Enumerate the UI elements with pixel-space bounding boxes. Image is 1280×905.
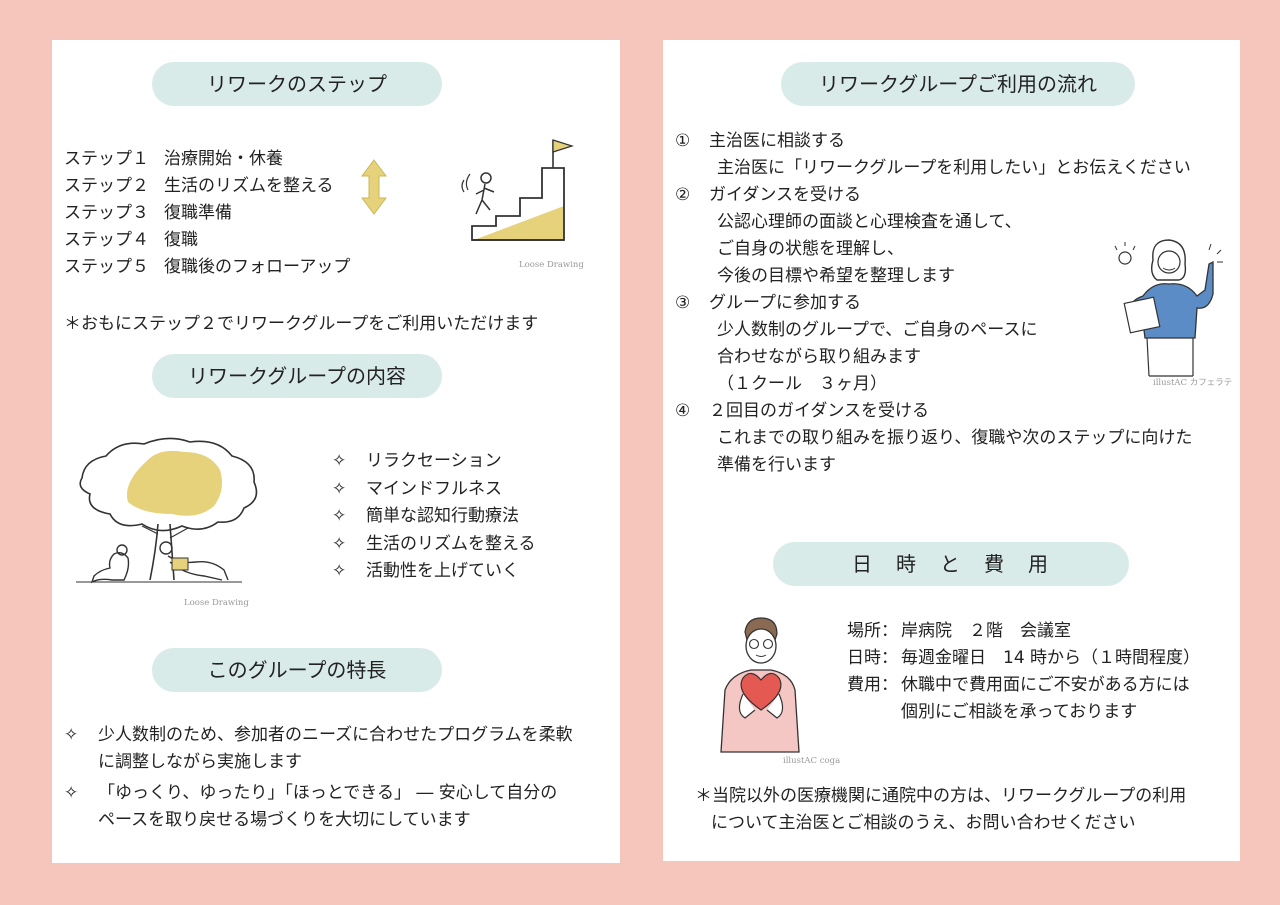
list-item: ✧ マインドフルネス xyxy=(332,476,536,504)
list-item: ✧ 少人数制のため、参加者のニーズに合わせたプログラムを柔軟 に調整しながら実施… xyxy=(64,722,573,776)
flow-step-body: ご自身の状態を理解し、 xyxy=(717,239,904,259)
woman-credit: illustAC カフェラテ xyxy=(1153,378,1233,388)
features-heading: このグループの特長 xyxy=(152,648,442,692)
right-panel: リワークグループご利用の流れ ① 主治医に相談する 主治医に「リワークグループを利… xyxy=(663,40,1240,861)
schedule-value: 休職中で費用面にご不安がある方には xyxy=(901,675,1190,695)
double-arrow-icon xyxy=(361,159,387,215)
content-heading: リワークグループの内容 xyxy=(152,354,442,398)
schedule-key: 場所： xyxy=(847,621,898,641)
flow-step: ① 主治医に相談する 主治医に「リワークグループを利用したい」とお伝えください xyxy=(675,128,1192,182)
left-panel: リワークのステップ ステップ１ 治療開始・休養 ステップ２ 生活のリズムを整える ス… xyxy=(52,40,620,863)
referral-note: ＊当院以外の医療機関に通院中の方は、リワークグループの利用 について主治医とご相… xyxy=(695,783,1186,837)
step-text: 復職 xyxy=(164,230,198,250)
step-text: 復職後のフォローアップ xyxy=(164,257,351,277)
schedule-row: 費用：休職中で費用面にご不安がある方には xyxy=(847,672,1200,699)
steps-note: ＊おもにステップ２でリワークグループをご利用いただけます xyxy=(64,314,539,334)
flow-step: ② ガイダンスを受ける 公認心理師の面談と心理検査を通して、 ご自身の状態を理解し… xyxy=(675,182,1192,290)
flow-step: ④ ２回目のガイダンスを受ける これまでの取り組みを振り返り、復職や次のステップに… xyxy=(675,398,1192,479)
feature-text: 少人数制のため、参加者のニーズに合わせたプログラムを柔軟 に調整しながら実施しま… xyxy=(98,722,573,776)
flow-heading: リワークグループご利用の流れ xyxy=(781,62,1135,106)
flow-step-head: ２回目のガイダンスを受ける xyxy=(709,401,929,421)
list-item: ✧ 簡単な認知行動療法 xyxy=(332,503,536,531)
feature-line: に調整しながら実施します xyxy=(98,752,302,772)
step-number: ④ xyxy=(675,401,691,421)
note-line: ＊当院以外の医療機関に通院中の方は、リワークグループの利用 xyxy=(695,786,1187,806)
step-number: ① xyxy=(675,131,691,151)
feature-text: 「ゆっくり、ゆったり」「ほっとできる」 ― 安心して自分の ペースを取り戻せる場… xyxy=(98,780,557,834)
content-item-text: リラクセーション xyxy=(366,451,502,471)
sparkle-icon: ✧ xyxy=(332,533,347,554)
schedule-value: 毎週金曜日 14 時から（１時間程度） xyxy=(901,648,1201,668)
step-label: ステップ４ xyxy=(64,230,149,250)
flow-step-head: ガイダンスを受ける xyxy=(709,185,861,205)
schedule-value: 個別にご相談を承っております xyxy=(901,702,1138,722)
feature-line: 「ゆっくり、ゆったり」「ほっとできる」 ― 安心して自分の xyxy=(98,783,558,803)
note-line: について主治医とご相談のうえ、お問い合わせください xyxy=(711,813,1136,833)
woman-pointing-icon xyxy=(1114,239,1223,377)
list-item: ✧ 生活のリズムを整える xyxy=(332,531,536,559)
man-credit: illustAC coga xyxy=(783,756,841,766)
flow-step-body: 主治医に「リワークグループを利用したい」とお伝えください xyxy=(717,158,1191,178)
schedule-key: 日時： xyxy=(847,648,898,668)
list-item: ✧ リラクセーション xyxy=(332,448,536,476)
tree-credit: Loose Drawing xyxy=(184,598,249,608)
step-row: ステップ４ 復職 xyxy=(64,227,350,254)
content-item-text: 活動性を上げていく xyxy=(366,561,519,581)
flow-step-body: 少人数制のグループで、ご自身のペースに xyxy=(717,320,1038,340)
steps-heading: リワークのステップ xyxy=(152,62,442,106)
flow-step-body: 合わせながら取り組みます xyxy=(717,347,921,367)
flow-step-body: 準備を行います xyxy=(717,455,836,475)
flow-step-body: 今後の目標や希望を整理します xyxy=(717,266,955,286)
features-list: ✧ 少人数制のため、参加者のニーズに合わせたプログラムを柔軟 に調整しながら実施… xyxy=(64,722,573,834)
step-text: 復職準備 xyxy=(164,203,232,223)
sparkle-icon: ✧ xyxy=(64,783,79,803)
sparkle-icon: ✧ xyxy=(64,725,79,745)
flow-step-body: （１クール ３ヶ月） xyxy=(717,374,887,394)
step-row: ステップ５ 復職後のフォローアップ xyxy=(64,254,350,281)
steps-list: ステップ１ 治療開始・休養 ステップ２ 生活のリズムを整える ステップ３ 復職準備 ス… xyxy=(64,146,350,281)
step-label: ステップ５ xyxy=(64,257,149,277)
feature-line: 少人数制のため、参加者のニーズに合わせたプログラムを柔軟 xyxy=(98,725,573,745)
content-item-text: 簡単な認知行動療法 xyxy=(366,506,519,526)
step-label: ステップ２ xyxy=(64,176,149,196)
schedule-list: 場所：岸病院 ２階 会議室 日時：毎週金曜日 14 時から（１時間程度） 費用：… xyxy=(847,618,1200,726)
content-list: ✧ リラクセーション ✧ マインドフルネス ✧ 簡単な認知行動療法 ✧ 生活のリズムを整… xyxy=(332,448,536,586)
flow-list: ① 主治医に相談する 主治医に「リワークグループを利用したい」とお伝えください ②… xyxy=(675,128,1192,479)
sparkle-icon: ✧ xyxy=(332,478,347,499)
stairs-climber-icon xyxy=(461,139,574,241)
list-item: ✧ 活動性を上げていく xyxy=(332,558,536,586)
flow-step-body: これまでの取り組みを振り返り、復職や次のステップに向けた xyxy=(717,428,1193,448)
schedule-row: 場所：岸病院 ２階 会議室 xyxy=(847,618,1200,645)
step-number: ② xyxy=(675,185,691,205)
step-number: ③ xyxy=(675,293,691,313)
list-item: ✧ 「ゆっくり、ゆったり」「ほっとできる」 ― 安心して自分の ペースを取り戻せ… xyxy=(64,780,573,834)
step-row: ステップ１ 治療開始・休養 xyxy=(64,146,350,173)
step-text: 治療開始・休養 xyxy=(164,149,283,169)
schedule-key xyxy=(847,699,901,726)
flow-step: ③ グループに参加する 少人数制のグループで、ご自身のペースに 合わせながら取り組… xyxy=(675,290,1192,398)
schedule-key: 費用： xyxy=(847,675,898,695)
step-row: ステップ２ 生活のリズムを整える xyxy=(64,173,350,200)
sparkle-icon: ✧ xyxy=(332,506,347,526)
man-with-heart-icon xyxy=(720,617,800,753)
step-label: ステップ３ xyxy=(64,203,149,223)
flow-step-head: グループに参加する xyxy=(709,293,861,313)
flow-step-head: 主治医に相談する xyxy=(709,131,845,151)
sparkle-icon: ✧ xyxy=(332,561,347,581)
step-row: ステップ３ 復職準備 xyxy=(64,200,350,227)
schedule-heading: 日 時 と 費 用 xyxy=(773,542,1129,586)
sparkle-icon: ✧ xyxy=(332,451,347,471)
schedule-row: 日時：毎週金曜日 14 時から（１時間程度） xyxy=(847,645,1200,672)
flow-step-body: 公認心理師の面談と心理検査を通して、 xyxy=(717,212,1022,232)
tree-relax-icon xyxy=(76,437,258,584)
schedule-value: 岸病院 ２階 会議室 xyxy=(901,621,1071,641)
schedule-row: 個別にご相談を承っております xyxy=(847,699,1200,726)
content-item-text: マインドフルネス xyxy=(366,478,502,499)
step-label: ステップ１ xyxy=(64,149,149,169)
feature-line: ペースを取り戻せる場づくりを大切にしています xyxy=(98,810,471,830)
content-item-text: 生活のリズムを整える xyxy=(366,533,536,554)
stairs-credit: Loose Drawing xyxy=(519,260,584,270)
step-text: 生活のリズムを整える xyxy=(164,176,334,196)
